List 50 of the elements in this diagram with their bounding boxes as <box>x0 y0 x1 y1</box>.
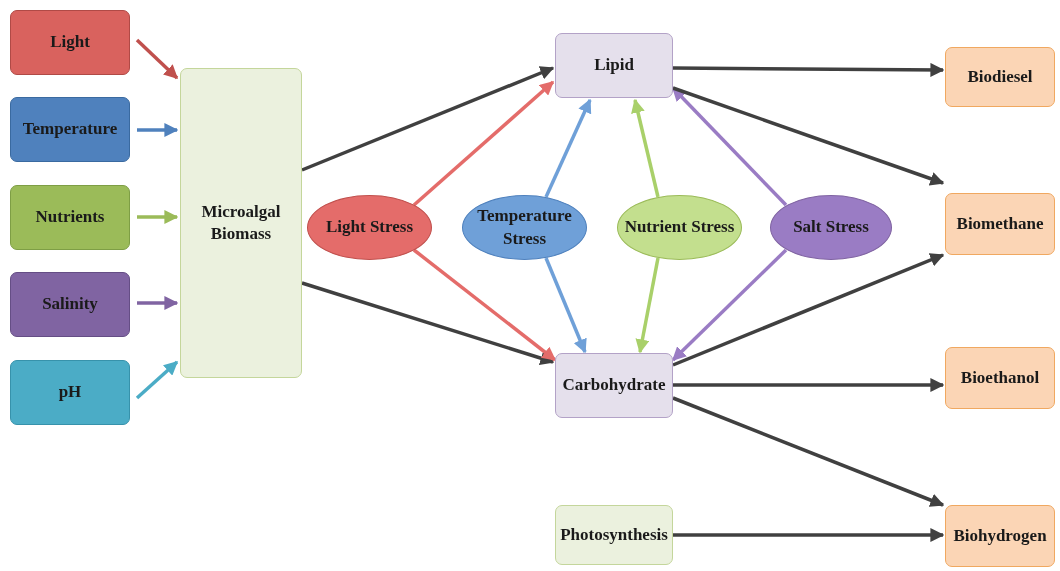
node-label: Light <box>50 31 90 54</box>
arrow <box>412 80 555 207</box>
node-label: Salt Stress <box>793 216 869 239</box>
node-label: Biodiesel <box>967 65 1033 88</box>
arrow <box>631 98 660 198</box>
biofuel-box <box>945 505 1055 567</box>
arrow <box>673 62 945 77</box>
product-class-box <box>555 353 673 418</box>
node-label: Lipid <box>594 54 634 77</box>
node-label: Temperature Stress <box>476 205 573 250</box>
arrow <box>412 248 557 362</box>
node-label: pH <box>58 381 82 404</box>
node-label: Biohydrogen <box>953 524 1047 547</box>
arrow <box>544 257 587 354</box>
node-label: Salinity <box>42 293 98 316</box>
biomass-box <box>180 68 302 378</box>
process-box <box>555 505 673 565</box>
arrow <box>672 253 945 367</box>
product-class-box <box>555 33 673 98</box>
arrow <box>544 98 592 198</box>
factor-box <box>10 97 130 162</box>
biofuel-box <box>945 347 1055 409</box>
arrow <box>672 396 945 507</box>
node-label: Carbohydrate <box>562 374 666 397</box>
biofuel-box <box>945 193 1055 255</box>
node-label: Temperature <box>22 118 118 141</box>
node-label: Light Stress <box>325 216 414 239</box>
arrow <box>301 281 555 365</box>
biofuel-box <box>945 47 1055 107</box>
arrow <box>671 248 788 362</box>
factor-box <box>10 272 130 337</box>
arrow <box>673 528 945 542</box>
arrow <box>137 123 179 137</box>
node-label: Photosynthesis <box>560 523 668 546</box>
arrow <box>635 257 660 354</box>
node-label: Bioethanol <box>960 366 1040 389</box>
node-label: Microalgal Biomass <box>200 200 282 245</box>
arrow <box>137 296 179 310</box>
factor-box <box>10 185 130 250</box>
arrow <box>673 378 945 392</box>
arrow <box>672 86 945 186</box>
node-label: Nutrients <box>35 206 105 229</box>
arrow <box>301 66 555 172</box>
arrow <box>137 210 179 224</box>
arrow <box>135 360 179 400</box>
factor-box <box>10 10 130 75</box>
node-label: Nutrient Stress <box>624 216 735 239</box>
factor-box <box>10 360 130 425</box>
arrow <box>135 38 179 80</box>
node-label: Biomethane <box>956 212 1044 235</box>
